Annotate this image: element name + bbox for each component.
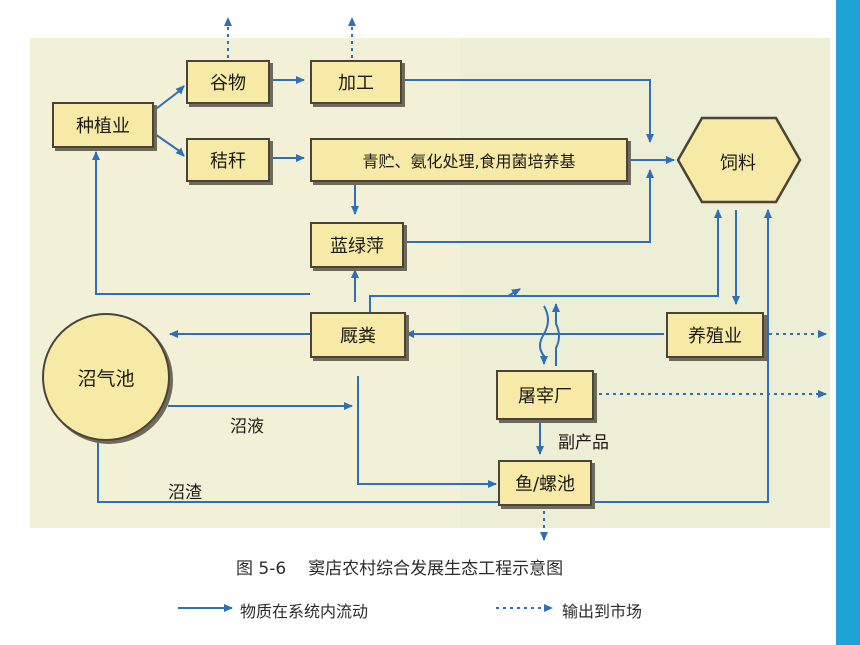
edge-label-biogas-slurry: 沼液 bbox=[230, 417, 264, 437]
node-fish-pond: 鱼/螺池 bbox=[498, 460, 592, 506]
caption-number: 图 5-6 bbox=[236, 559, 287, 579]
legend-dotted-label: 输出到市场 bbox=[562, 602, 643, 621]
node-straw: 秸秆 bbox=[186, 138, 270, 182]
legend-solid-label: 物质在系统内流动 bbox=[240, 602, 369, 621]
edge-label-biogas-residue: 沼渣 bbox=[168, 483, 202, 503]
figure-caption: 图 5-6 窦店农村综合发展生态工程示意图 bbox=[236, 554, 563, 579]
slide-sidebar-bar bbox=[836, 0, 860, 645]
node-processing: 加工 bbox=[310, 60, 402, 104]
node-planting: 种植业 bbox=[52, 102, 154, 148]
node-grain: 谷物 bbox=[186, 60, 270, 104]
node-manure: 厩粪 bbox=[310, 312, 406, 358]
caption-title: 窦店农村综合发展生态工程示意图 bbox=[308, 559, 564, 579]
node-feed-label: 饲料 bbox=[720, 153, 756, 174]
feed-hexagon bbox=[676, 116, 802, 204]
node-azolla: 蓝绿萍 bbox=[310, 222, 404, 268]
edge-label-byproducts: 副产品 bbox=[558, 433, 609, 453]
node-biogas-digester: 沼气池 bbox=[42, 313, 170, 441]
node-slaughterhouse: 屠宰厂 bbox=[496, 370, 594, 420]
node-straw-treatment: 青贮、氨化处理,食用菌培养基 bbox=[310, 138, 628, 182]
node-livestock: 养殖业 bbox=[666, 312, 764, 358]
